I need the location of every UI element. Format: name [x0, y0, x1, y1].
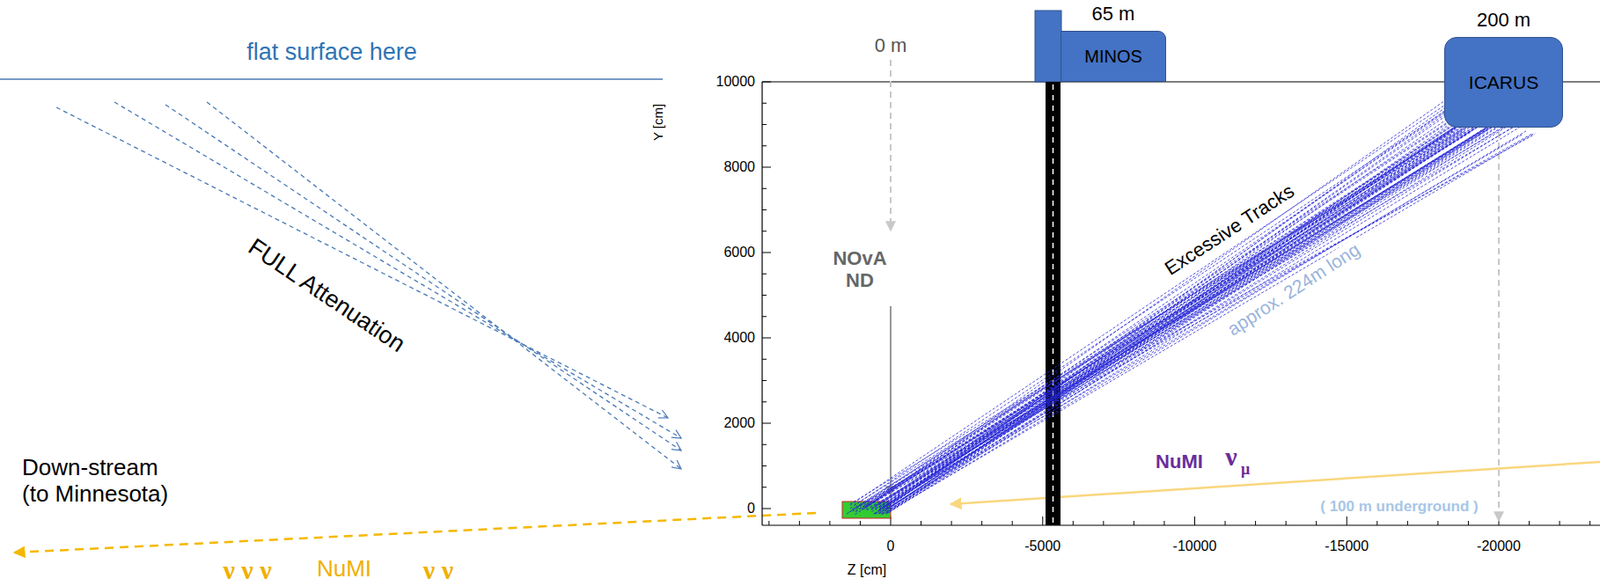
track: [861, 103, 1505, 510]
cosmic-rays: [56, 102, 682, 470]
track: [871, 119, 1508, 512]
tick-label: -10000: [1173, 538, 1218, 555]
detector-name: ICARUS: [1468, 72, 1539, 94]
position-arrow: [1497, 132, 1500, 522]
tick-label: 6000: [723, 244, 756, 261]
note: flat surface here: [246, 38, 418, 67]
axis-ticks: [762, 81, 1591, 526]
track: [880, 102, 1493, 514]
detector-label: NOvA ND: [829, 247, 891, 293]
distance-label: 65 m: [1092, 2, 1136, 26]
track: [875, 125, 1459, 509]
track: [890, 125, 1509, 509]
tick-label: 4000: [723, 330, 756, 346]
track: [873, 100, 1468, 514]
tick-label: 0: [887, 538, 896, 555]
tick-label: -5000: [1024, 538, 1061, 555]
track: [880, 128, 1490, 513]
track: [878, 100, 1455, 514]
beam-name: NuMI: [316, 556, 372, 583]
detector-box: 200 mICARUS: [1444, 36, 1564, 128]
axis-title: Y [cm]: [650, 103, 666, 141]
minos-bar: [1045, 81, 1061, 526]
tick-label: 10000: [716, 73, 756, 90]
note: Down-stream (to Minnesota): [22, 455, 183, 508]
axis-title: Z [cm]: [847, 562, 887, 579]
track: [886, 120, 1525, 510]
track: [888, 104, 1512, 508]
beam-symbol: ν: [1225, 441, 1237, 473]
depth-note: ( 100 m underground ): [1320, 498, 1478, 516]
beam-subscript: μ: [1240, 460, 1250, 479]
track: [850, 95, 1460, 506]
beam-downstream: [14, 513, 816, 553]
position-label: 0 m: [874, 34, 908, 57]
minos-tower: [1034, 10, 1062, 82]
position-arrow: [889, 306, 892, 496]
track: [865, 95, 1454, 507]
track: [866, 133, 1533, 510]
track: [846, 102, 1476, 514]
track: [868, 131, 1462, 505]
tick-label: 8000: [723, 159, 756, 176]
surface-line: [0, 78, 663, 81]
detector-box: 65 mMINOS: [1060, 30, 1167, 82]
position-arrow: [889, 59, 892, 231]
track: [855, 134, 1535, 508]
distance-label: 200 m: [1476, 8, 1531, 32]
track: [864, 103, 1458, 509]
tick-label: 0: [747, 500, 756, 517]
track-label: Excessive Tracks: [1158, 177, 1300, 281]
track: [871, 102, 1488, 510]
track: [888, 118, 1516, 505]
detector-name: MINOS: [1084, 46, 1143, 67]
tick-label: 2000: [723, 415, 756, 432]
beam-name: NuMI: [1155, 450, 1204, 473]
plot-frame: [762, 81, 1600, 526]
track: [878, 133, 1523, 514]
track: [852, 96, 1527, 513]
tick-label: -15000: [1324, 538, 1369, 555]
track: [854, 120, 1476, 506]
track: [861, 114, 1494, 509]
beam-symbol: ν ν ν: [222, 555, 272, 586]
tick-label: -20000: [1476, 538, 1521, 555]
track: [871, 97, 1536, 509]
beam-symbol: ν ν: [423, 555, 454, 586]
track: [885, 132, 1535, 514]
track: [881, 132, 1465, 515]
track: [885, 119, 1482, 511]
track: [865, 132, 1473, 507]
minos-bar-dash: [1052, 84, 1055, 523]
